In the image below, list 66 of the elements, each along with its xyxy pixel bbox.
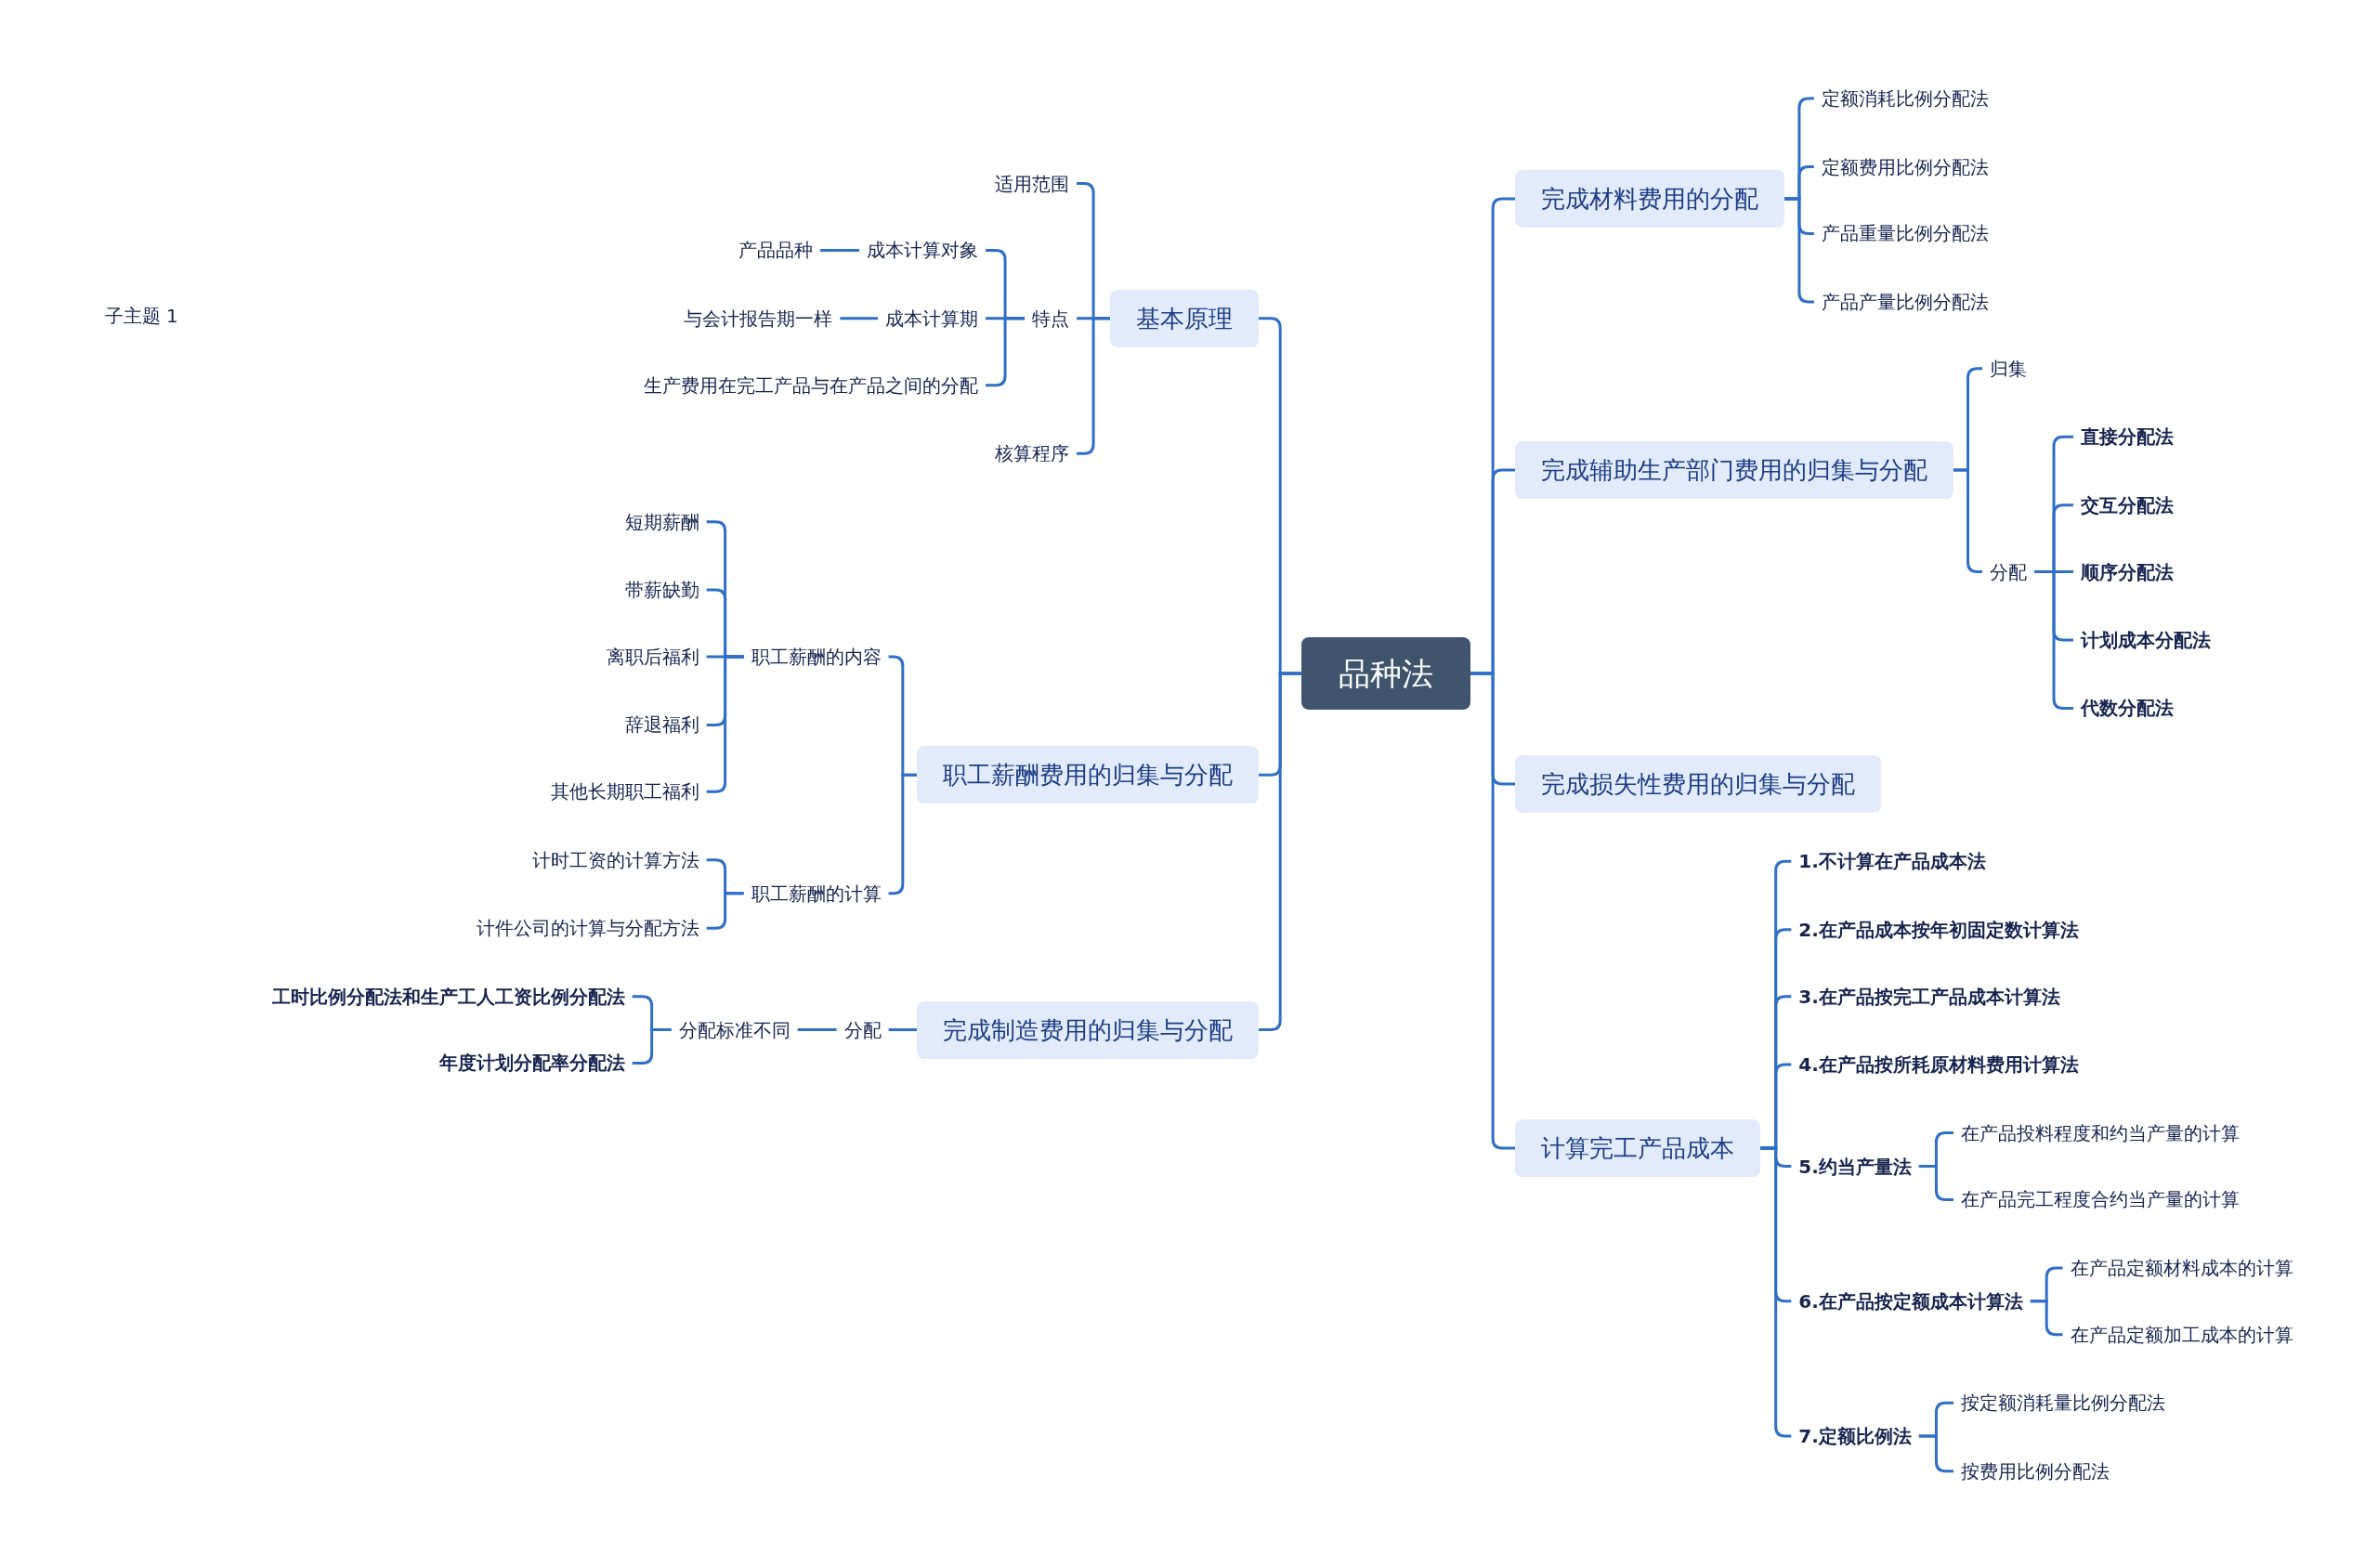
subtopic-text: 1.不计算在产品成本法 [1798,849,1986,874]
subtopic-text: 核算程序 [995,441,1070,466]
subtopic-text: 在产品定额材料成本的计算 [2070,1255,2293,1280]
subtopic-text: 适用范围 [995,171,1070,196]
topic-box: 职工薪酬费用的归集与分配 [917,746,1260,804]
subtopic-text: 工时比例分配法和生产工人工资比例分配法 [271,984,625,1009]
subtopic-text: 在产品定额加工成本的计算 [2070,1322,2293,1347]
topic-box: 完成辅助生产部门费用的归集与分配 [1515,441,1953,500]
connector-line [888,1028,918,1032]
subtopic-text: 在产品投料程度和约当产量的计算 [1961,1120,2240,1145]
subtopic-text: 产品产量比例分配法 [1821,289,1989,314]
subtopic-text: 计件公司的计算与分配方法 [476,916,699,941]
subtopic-text: 直接分配法 [2081,425,2174,450]
subtopic-text: 与会计报告期一样 [684,306,833,331]
subtopic-text: 计时工资的计算方法 [531,847,699,872]
subtopic-text: 产品重量比例分配法 [1821,221,1989,246]
connector-line [820,248,860,252]
subtopic-text: 交互分配法 [2081,492,2174,517]
subtopic-text: 归集 [1990,356,2028,381]
subtopic-text: 特点 [1032,306,1070,331]
central-topic-box: 品种法 [1301,636,1471,710]
connector-line [1259,672,1302,1032]
floating-topic-text: 子主题 1 [104,303,178,328]
subtopic-text: 2.在产品成本按年初固定数计算法 [1798,917,2079,942]
subtopic-text: 职工薪酬的内容 [751,644,882,669]
topic-box: 基本原理 [1110,289,1260,347]
subtopic-text: 代数分配法 [2081,696,2174,721]
subtopic-text: 5.约当产量法 [1798,1154,1912,1179]
subtopic-text: 短期薪酬 [624,509,699,534]
subtopic-text: 成本计算期 [885,306,979,331]
subtopic-text: 顺序分配法 [2081,559,2174,584]
connector-line [797,1028,837,1032]
connector-line [1470,672,1515,1150]
subtopic-text: 定额消耗比例分配法 [1821,86,1989,111]
subtopic-text: 6.在产品按定额成本计算法 [1798,1288,2023,1313]
subtopic-text: 成本计算对象 [867,238,979,263]
subtopic-text: 年度计划分配率分配法 [438,1051,625,1076]
connector-line [1918,1165,1953,1201]
subtopic-text: 离职后福利 [606,644,699,669]
topic-box: 完成损失性费用的归集与分配 [1515,755,1881,814]
subtopic-text: 分配 [1990,559,2028,584]
connector-line [1953,468,1983,573]
subtopic-text: 按定额消耗量比例分配法 [1961,1391,2165,1416]
connector-line [2030,1300,2063,1337]
connector-line [1918,1434,1953,1473]
connector-line [840,317,879,320]
topic-box: 完成制造费用的归集与分配 [917,1000,1260,1059]
subtopic-text: 生产费用在完工产品与在产品之间的分配 [644,372,979,398]
subtopic-text: 职工薪酬的计算 [751,881,882,906]
subtopic-text: 7.定额比例法 [1798,1424,1912,1449]
subtopic-text: 分配 [843,1017,882,1042]
subtopic-text: 其他长期职工福利 [550,779,699,804]
subtopic-text: 分配标准不同 [678,1017,790,1042]
subtopic-text: 定额费用比例分配法 [1821,154,1989,179]
topic-box: 计算完工产品成本 [1515,1118,1760,1177]
topic-box: 完成材料费用的分配 [1515,169,1784,228]
subtopic-text: 带薪缺勤 [624,578,699,603]
subtopic-text: 3.在产品按完工产品成本计算法 [1798,984,2060,1009]
subtopic-text: 在产品完工程度合约当产量的计算 [1961,1187,2240,1212]
connector-line [706,892,744,930]
subtopic-text: 按费用比例分配法 [1961,1458,2110,1483]
connector-line [632,1028,672,1065]
subtopic-text: 产品品种 [738,238,814,263]
subtopic-text: 辞退福利 [624,712,699,738]
subtopic-text: 4.在产品按所耗原材料费用计算法 [1798,1052,2079,1078]
subtopic-text: 计划成本分配法 [2081,627,2211,652]
